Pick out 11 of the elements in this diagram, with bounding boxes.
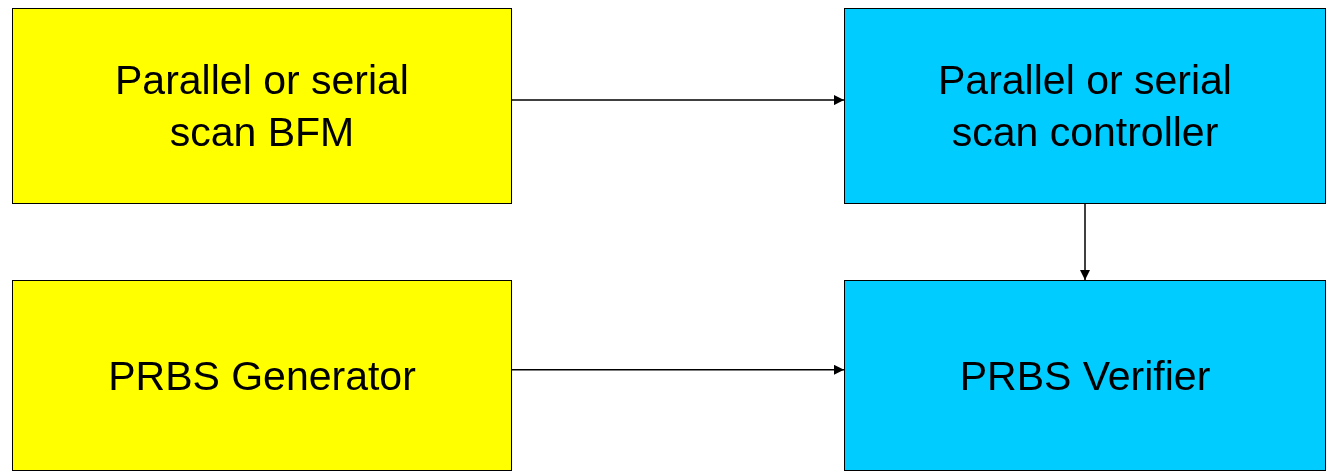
block-box <box>12 8 512 204</box>
block-box <box>844 8 1326 204</box>
arrow <box>511 95 845 106</box>
block-box <box>12 280 512 471</box>
block-label: Parallel or serial scan BFM <box>114 56 410 157</box>
arrow <box>1080 203 1090 281</box>
block-label: Parallel or serial scan controller <box>937 56 1233 157</box>
block-label: PRBS Generator <box>108 351 416 401</box>
block-label: PRBS Verifier <box>959 351 1211 401</box>
arrow <box>511 364 845 375</box>
block-box <box>844 280 1326 471</box>
